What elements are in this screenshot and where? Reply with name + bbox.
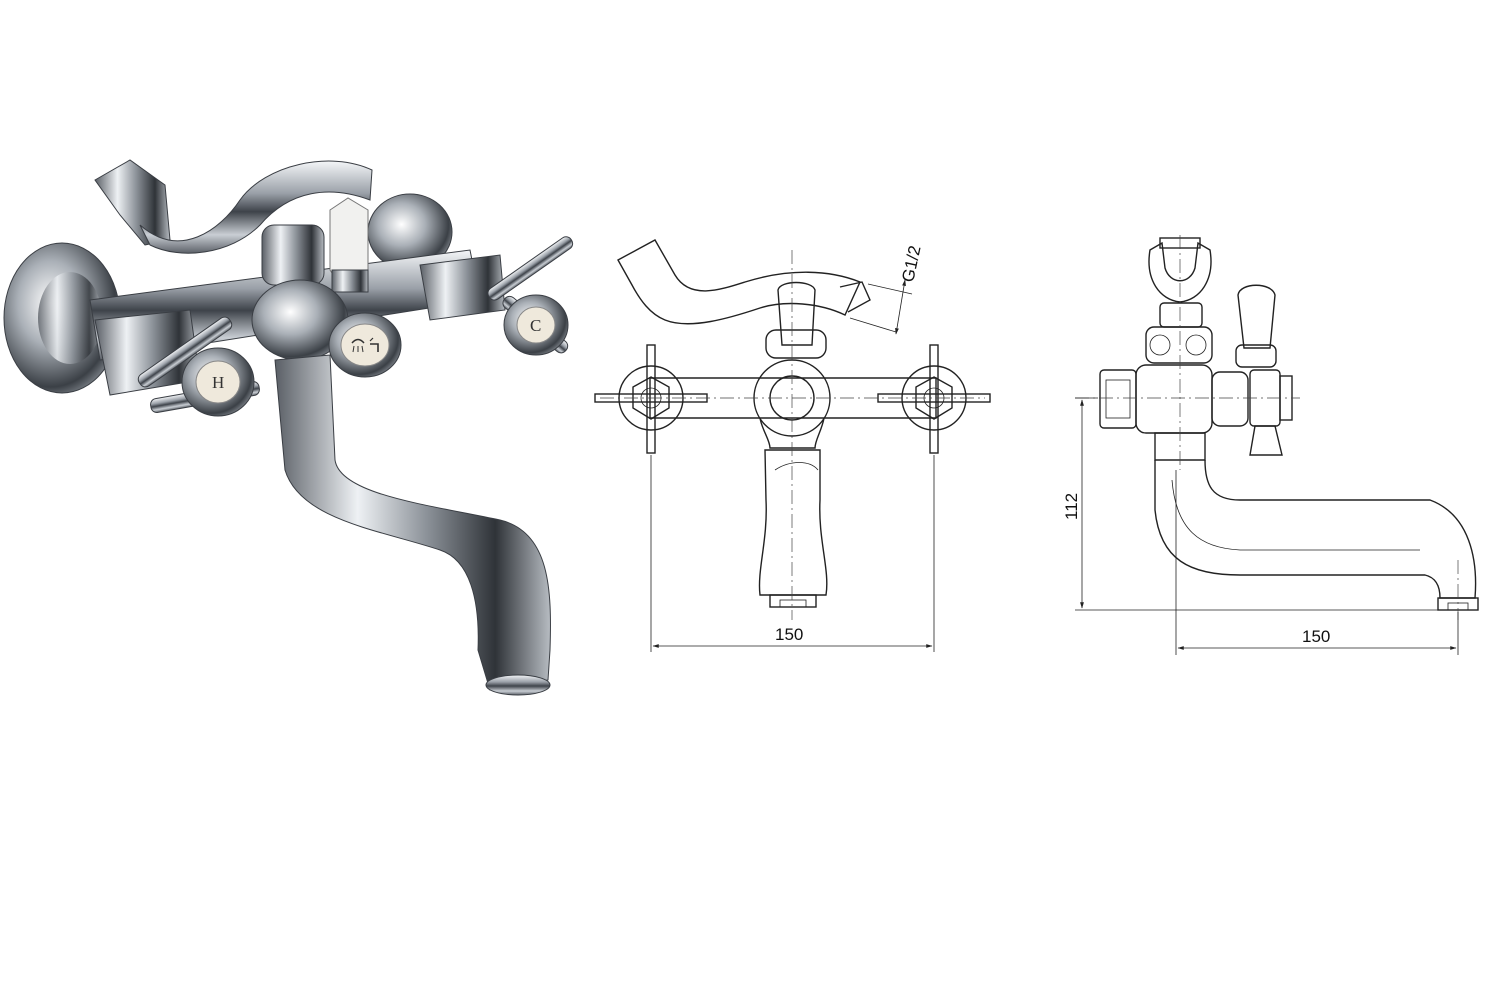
hot-handle[interactable]: H: [136, 315, 260, 417]
front-lever: [617, 239, 861, 325]
side-shower-holder: [1148, 241, 1212, 303]
side-width-dim: 150: [1302, 627, 1330, 646]
shower-icon: [351, 338, 365, 353]
faucet-photo: H C: [3, 159, 575, 696]
thread-size-label: G1/2: [898, 244, 924, 284]
diverter-lever[interactable]: [139, 160, 373, 254]
cold-label: C: [530, 316, 541, 335]
spout: [274, 354, 551, 691]
front-view-drawing: 150 G1/2: [594, 239, 991, 652]
shower-holder: [94, 159, 171, 246]
front-hot-valve: [594, 344, 708, 454]
side-view-drawing: 112 150: [1062, 235, 1479, 655]
hot-label: H: [212, 373, 224, 392]
side-height-dim: 112: [1062, 493, 1081, 520]
side-spout: [1154, 459, 1477, 599]
hot-cap: [195, 360, 241, 404]
spout-icon: [369, 337, 379, 352]
front-width-dim: 150: [775, 625, 803, 644]
front-cold-valve: [877, 344, 991, 454]
cold-cap: [516, 306, 556, 344]
cold-handle[interactable]: C: [486, 234, 575, 356]
